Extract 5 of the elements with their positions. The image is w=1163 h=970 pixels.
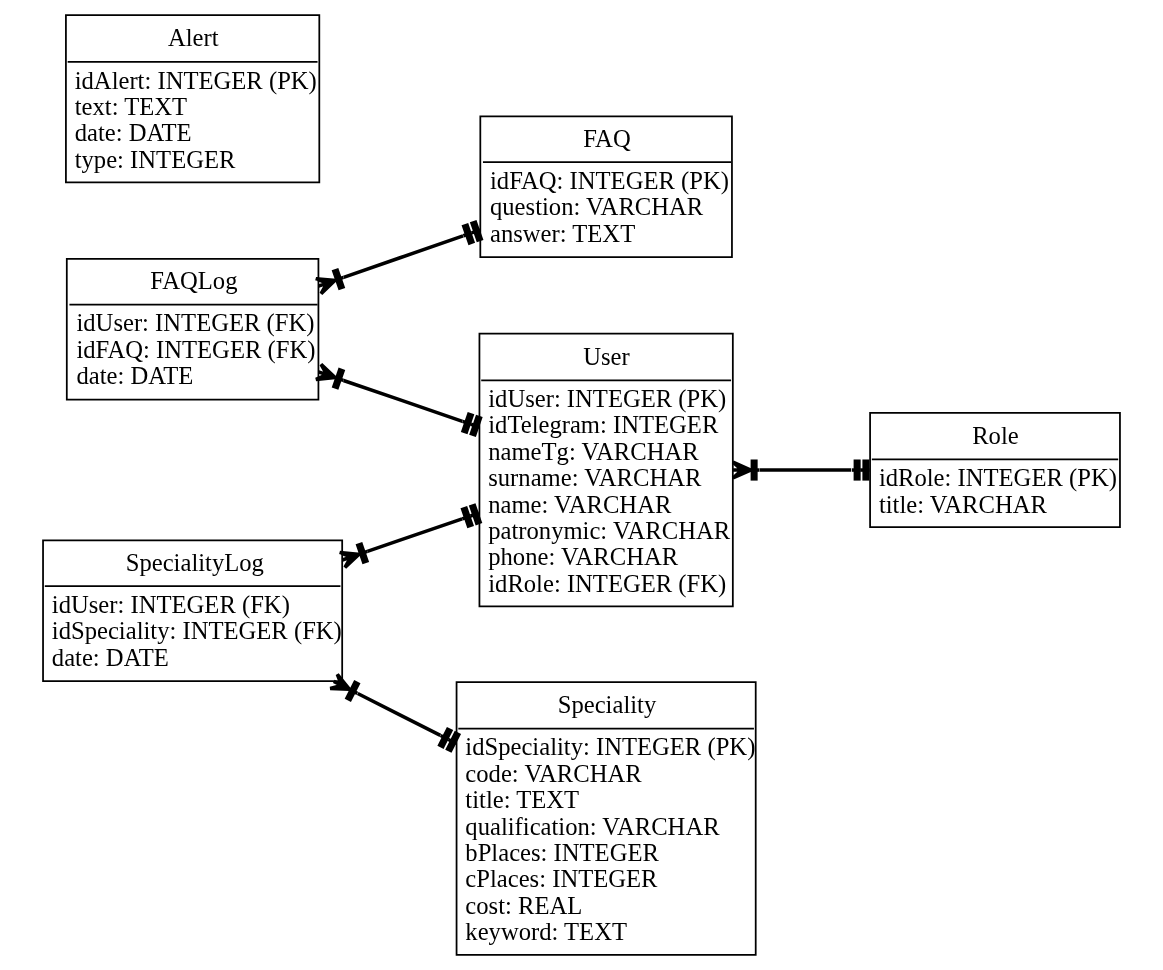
connector bbox=[314, 362, 483, 438]
connector bbox=[314, 220, 484, 296]
connector bbox=[338, 503, 483, 570]
connector bbox=[328, 672, 462, 753]
connector bbox=[731, 459, 870, 481]
